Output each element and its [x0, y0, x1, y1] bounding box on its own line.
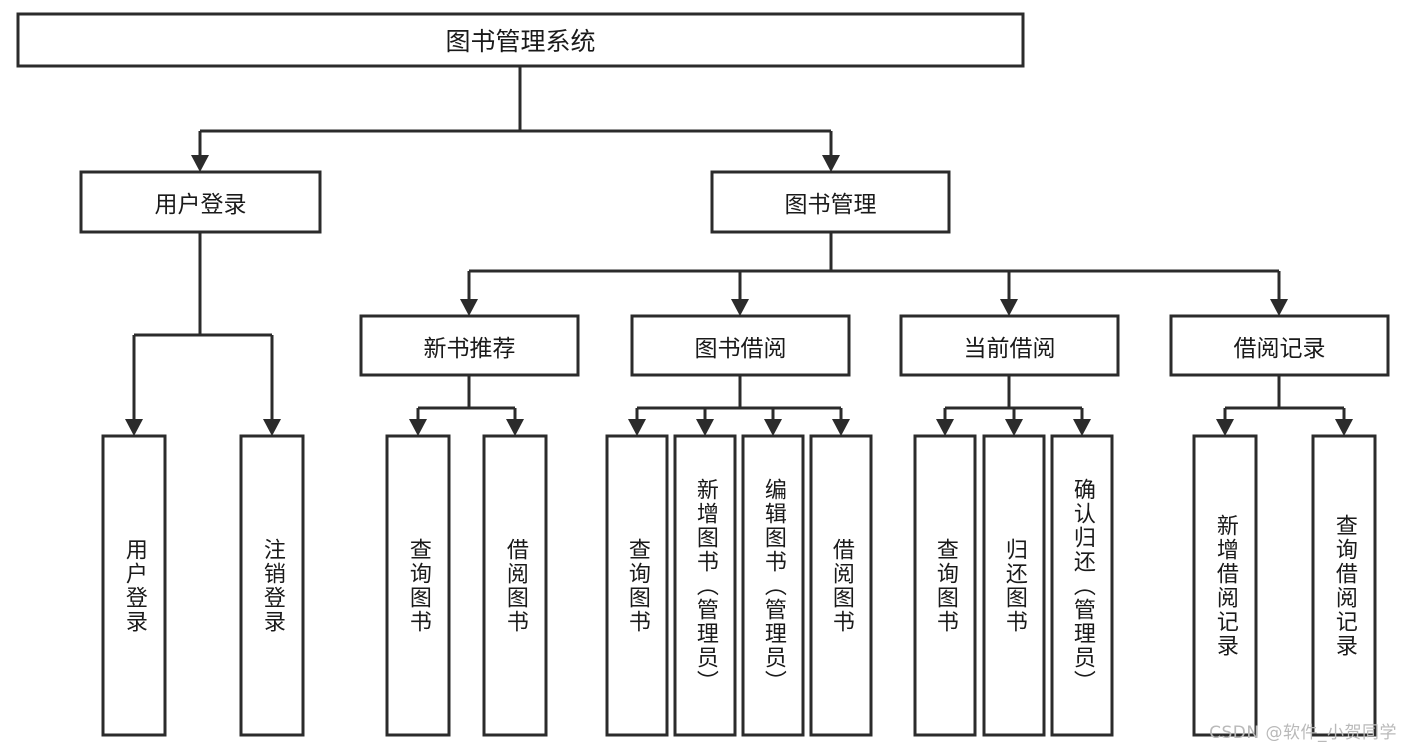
- arrow-head-icon: [1000, 299, 1018, 316]
- node-box-new-book-rec[interactable]: [359, 314, 580, 377]
- arrow-head-icon: [832, 419, 850, 436]
- node-box-borrow-record[interactable]: [1169, 314, 1390, 377]
- node-box-query-book-3[interactable]: [913, 434, 977, 737]
- connector-borrow-record-to-leaves: [1216, 375, 1353, 436]
- arrow-head-icon: [628, 419, 646, 436]
- node-box-borrow-book-1[interactable]: [482, 434, 548, 737]
- node-box-return-book[interactable]: [982, 434, 1046, 737]
- arrow-head-icon: [191, 155, 209, 172]
- arrow-head-icon: [409, 419, 427, 436]
- node-box-add-book[interactable]: [673, 434, 737, 737]
- arrow-head-icon: [1005, 419, 1023, 436]
- arrow-head-icon: [1073, 419, 1091, 436]
- node-box-current-borrow[interactable]: [899, 314, 1120, 377]
- node-box-confirm-return[interactable]: [1050, 434, 1114, 737]
- node-box-query-borrow-record[interactable]: [1311, 434, 1377, 737]
- node-box-user-login[interactable]: [79, 170, 322, 234]
- arrow-head-icon: [1335, 419, 1353, 436]
- node-box-book-borrow[interactable]: [630, 314, 851, 377]
- node-box-edit-book[interactable]: [741, 434, 805, 737]
- connector-root-to-level1: [191, 66, 840, 172]
- connector-user-login-to-leaves: [125, 232, 281, 436]
- arrow-head-icon: [1216, 419, 1234, 436]
- node-box-borrow-book-2[interactable]: [809, 434, 873, 737]
- arrow-head-icon: [731, 299, 749, 316]
- node-box-user-login-leaf[interactable]: [101, 434, 167, 737]
- node-box-query-book-1[interactable]: [385, 434, 451, 737]
- arrow-head-icon: [764, 419, 782, 436]
- nodes-layer: [16, 12, 1390, 737]
- arrow-head-icon: [125, 419, 143, 436]
- csdn-watermark: CSDN @软件_小贺同学: [1209, 723, 1397, 743]
- node-box-add-borrow-record[interactable]: [1192, 434, 1258, 737]
- node-box-book-management[interactable]: [710, 170, 951, 234]
- arrow-head-icon: [460, 299, 478, 316]
- connector-book-borrow-to-leaves: [628, 375, 850, 436]
- arrow-head-icon: [1270, 299, 1288, 316]
- connector-book-management-to-level2: [460, 232, 1288, 316]
- arrow-head-icon: [506, 419, 524, 436]
- arrow-head-icon: [822, 155, 840, 172]
- connector-current-borrow-to-leaves: [936, 375, 1091, 436]
- arrow-head-icon: [696, 419, 714, 436]
- connectors-layer: [125, 66, 1353, 436]
- connector-new-book-rec-to-leaves: [409, 375, 524, 436]
- node-box-root[interactable]: [16, 12, 1025, 68]
- node-box-query-book-2[interactable]: [605, 434, 669, 737]
- node-box-user-logout-leaf[interactable]: [239, 434, 305, 737]
- arrow-head-icon: [263, 419, 281, 436]
- arrow-head-icon: [936, 419, 954, 436]
